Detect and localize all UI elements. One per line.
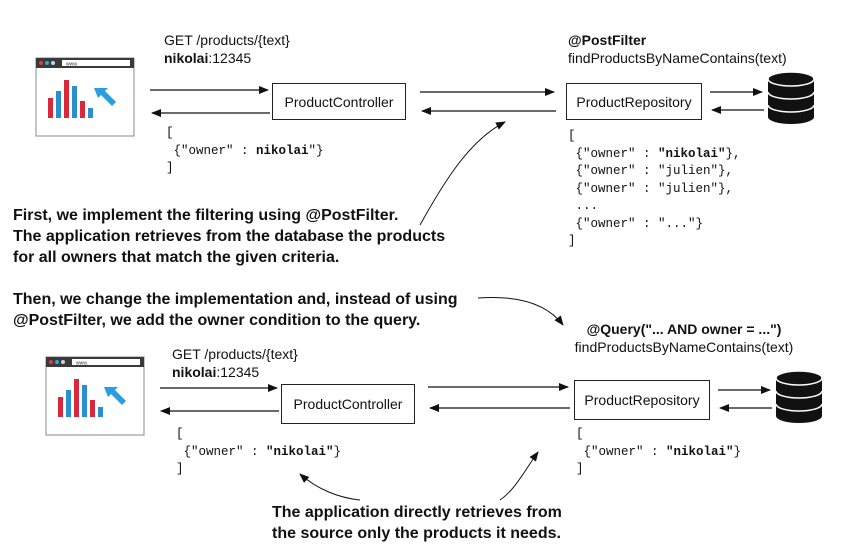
bottom-product-controller-label: ProductController [293, 396, 403, 412]
bottom-response-json: [ {"owner" : "nikolai"}] [176, 427, 342, 476]
repo-result-row: {"owner" : "julien"}, [568, 181, 734, 196]
bottom-request-user: nikolai:12345 [172, 364, 260, 380]
bottom-product-repository-box: ProductRepository [574, 380, 710, 420]
top-product-repository-box: ProductRepository [566, 83, 702, 120]
bottom-annotation: @Query("... AND owner = ...") findProduc… [564, 320, 804, 356]
note-direct-retrieval: The application directly retrieves from … [272, 504, 562, 542]
svg-text:www.: www. [76, 361, 88, 367]
bottom-product-controller-box: ProductController [281, 384, 415, 424]
database-icon-top [767, 71, 815, 124]
note2-curve [477, 296, 564, 326]
bottom-annotation-method: findProductsByNameContains(text) [574, 339, 794, 355]
repo-result-row: {"owner" : "julien"}, [568, 164, 734, 178]
note-postfilter: First, we implement the filtering using … [13, 207, 446, 266]
top-annotation: @PostFilter findProductsByNameContains(t… [568, 31, 787, 67]
top-request-user: nikolai:12345 [164, 50, 252, 66]
top-request-label: GET /products/{text} nikolai:12345 [164, 31, 290, 67]
note3-curve-right [499, 451, 539, 501]
bottom-request-path: GET /products/{text} [172, 346, 298, 362]
top-repository-result-json: [ {"owner" : "nikolai"}, {"owner" : "jul… [568, 129, 741, 248]
repo-result-row: {"owner" : "nikolai"}, [568, 146, 741, 161]
bottom-repository-result-json: [ {"owner" : "nikolai"}] [576, 427, 742, 476]
database-icon-bottom [775, 370, 823, 423]
top-product-controller-label: ProductController [284, 93, 394, 110]
repo-result-row: ... [568, 199, 599, 213]
top-annotation-method: findProductsByNameContains(text) [568, 50, 787, 66]
top-annotation-title: @PostFilter [568, 32, 647, 48]
browser-url-text: www. [66, 62, 78, 68]
browser-icon-bottom: www. [45, 356, 145, 436]
bottom-product-repository-label: ProductRepository [584, 392, 700, 408]
note-query-change: Then, we change the implementation and, … [13, 291, 458, 329]
note3-curve-left [299, 473, 361, 501]
repo-result-row: {"owner" : "..."} [568, 216, 704, 231]
top-response-json: [ {"owner" : nikolai"}] [166, 126, 324, 175]
browser-icon-top: www. [35, 57, 135, 137]
bottom-request-label: GET /products/{text} nikolai:12345 [172, 345, 298, 381]
top-product-repository-label: ProductRepository [576, 93, 692, 110]
top-request-path: GET /products/{text} [164, 32, 290, 48]
bottom-annotation-title: @Query("... AND owner = ...") [586, 321, 782, 337]
top-product-controller-box: ProductController [272, 83, 406, 120]
note1-curve [419, 121, 506, 226]
